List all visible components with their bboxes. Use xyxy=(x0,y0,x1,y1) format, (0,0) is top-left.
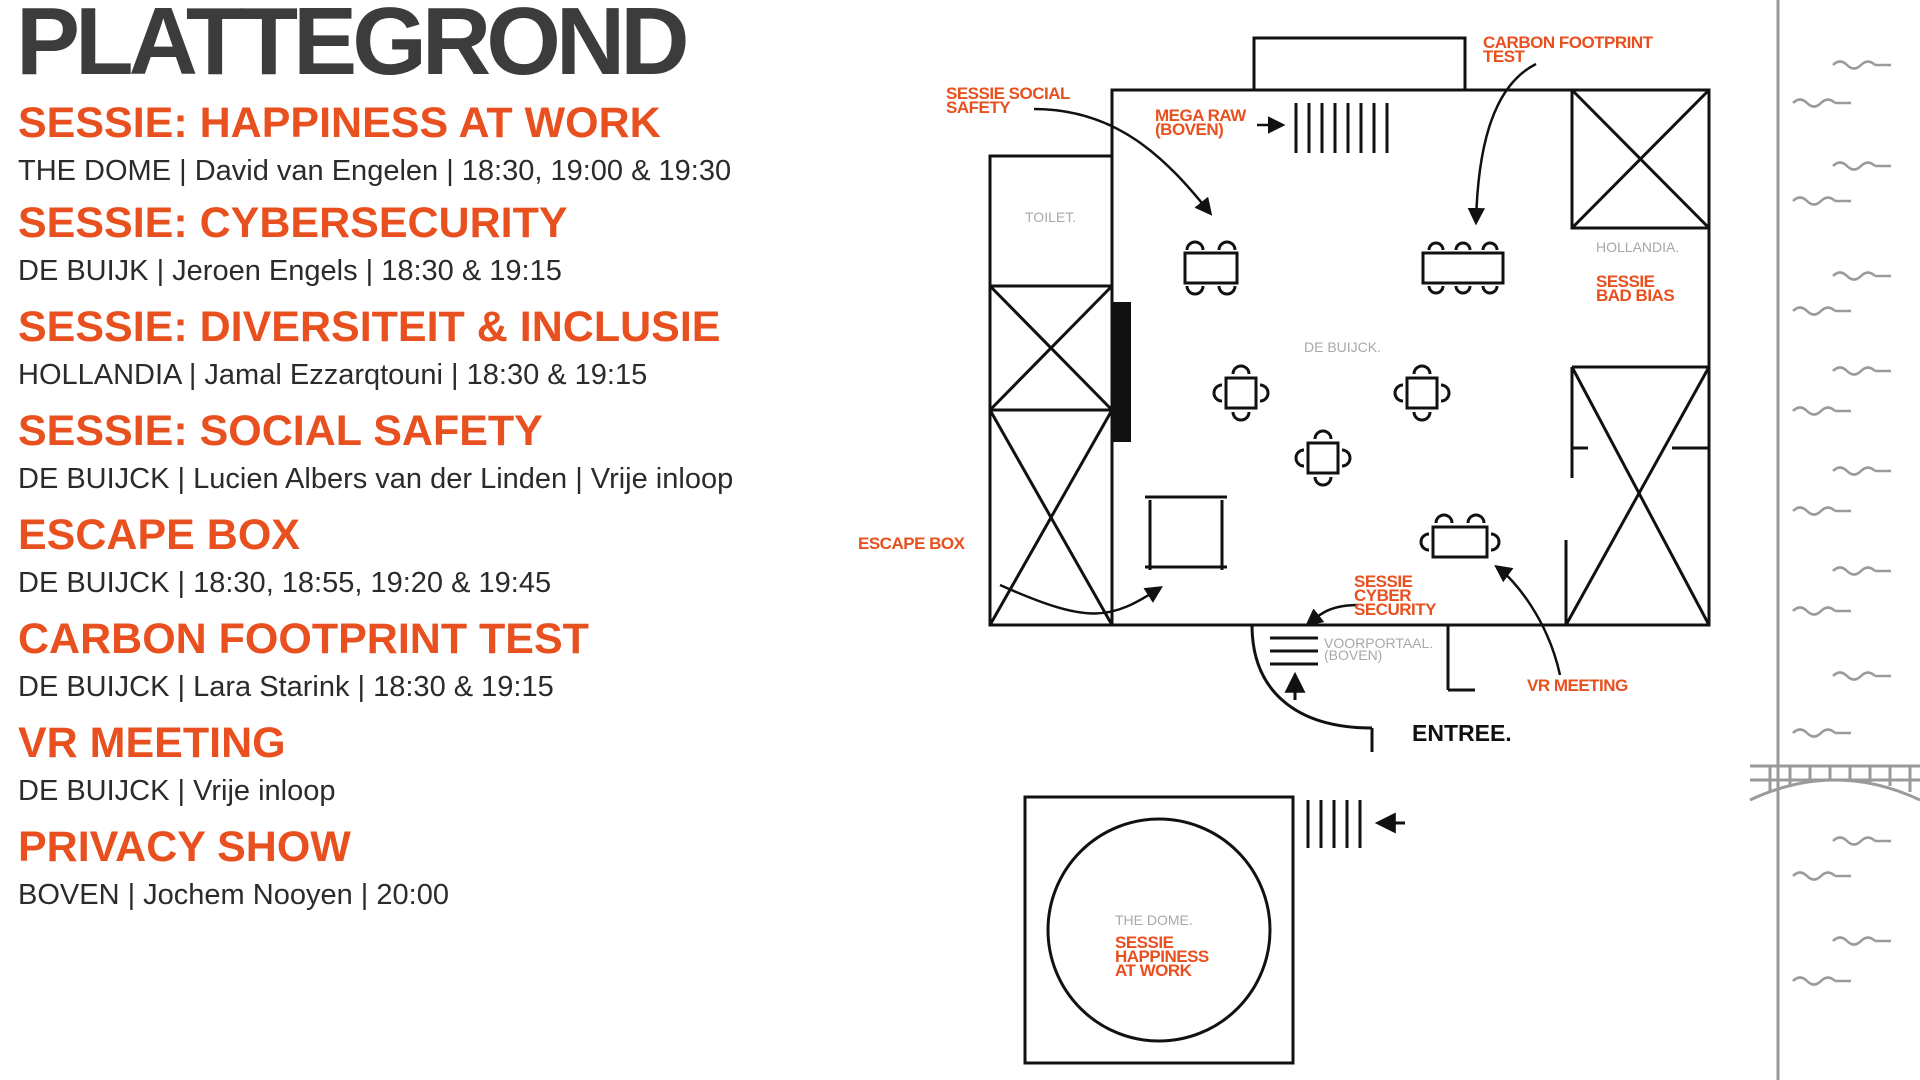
session-carbon-footprint-test: CARBON FOOTPRINT TEST DE BUIJCK | Lara S… xyxy=(18,618,589,702)
session-title: VR MEETING xyxy=(18,719,286,767)
label-sessie-social-safety: SESSIE SOCIAL xyxy=(946,84,1070,103)
label-carbon-footprint: CARBON FOOTPRINT xyxy=(1483,33,1654,52)
session-detail: DE BUIJCK | 18:30, 18:55, 19:20 & 19:45 xyxy=(18,567,552,599)
session-detail: DE BUIJK | Jeroen Engels | 18:30 & 19:15 xyxy=(18,255,562,287)
session-detail: DE BUIJCK | Vrije inloop xyxy=(18,775,336,807)
label-voorportaal: VOORPORTAAL. xyxy=(1324,635,1433,651)
label-toilet: TOILET. xyxy=(1025,209,1076,225)
session-title: SESSIE: HAPPINESS AT WORK xyxy=(18,99,661,147)
page-title: PLATTEGROND xyxy=(16,0,690,95)
table-icon xyxy=(1421,241,1505,295)
the-dome xyxy=(1023,795,1405,1065)
session-title: PRIVACY SHOW xyxy=(18,823,351,871)
stage-block xyxy=(1112,302,1131,442)
label-mega-raw: MEGA RAW xyxy=(1155,106,1247,125)
table-icon xyxy=(1212,364,1270,422)
label-voorportaal: (BOVEN) xyxy=(1324,647,1382,663)
label-happiness-at-work: SESSIE xyxy=(1115,933,1174,952)
table-icon xyxy=(1183,240,1239,296)
stairs-mega-raw xyxy=(1294,103,1389,153)
label-escape-box: ESCAPE BOX xyxy=(858,534,966,553)
label-de-buijck: DE BUIJCK. xyxy=(1304,339,1381,355)
session-detail: HOLLANDIA | Jamal Ezzarqtouni | 18:30 & … xyxy=(18,359,648,391)
label-cyber-security: SECURITY xyxy=(1354,600,1437,619)
session-cybersecurity: SESSIE: CYBERSECURITY DE BUIJK | Jeroen … xyxy=(18,202,568,286)
session-title: SESSIE: CYBERSECURITY xyxy=(18,199,568,247)
label-bad-bias: BAD BIAS xyxy=(1596,286,1674,305)
label-mega-raw: (BOVEN) xyxy=(1155,120,1223,139)
map-labels: SESSIE SOCIAL SAFETY MEGA RAW (BOVEN) CA… xyxy=(858,33,1679,980)
table-icon xyxy=(1419,513,1501,559)
label-bad-bias: SESSIE xyxy=(1596,272,1655,291)
session-social-safety: SESSIE: SOCIAL SAFETY DE BUIJCK | Lucien… xyxy=(18,410,733,494)
pointer-arrows xyxy=(999,62,1562,676)
session-detail: THE DOME | David van Engelen | 18:30, 19… xyxy=(18,155,732,187)
session-happiness-at-work: SESSIE: HAPPINESS AT WORK THE DOME | Dav… xyxy=(18,102,731,186)
label-the-dome: THE DOME. xyxy=(1115,912,1193,928)
session-vr-meeting: VR MEETING DE BUIJCK | Vrije inloop xyxy=(18,722,336,806)
session-title: SESSIE: SOCIAL SAFETY xyxy=(18,407,543,455)
label-carbon-footprint: TEST xyxy=(1483,47,1526,66)
session-title: CARBON FOOTPRINT TEST xyxy=(18,615,589,663)
bridge-icon xyxy=(1749,764,1920,802)
label-cyber-security: SESSIE xyxy=(1354,572,1413,591)
session-diversiteit-inclusie: SESSIE: DIVERSITEIT & INCLUSIE HOLLANDIA… xyxy=(18,306,720,390)
label-vr-meeting: VR MEETING xyxy=(1527,676,1628,695)
session-title: ESCAPE BOX xyxy=(18,511,300,559)
session-detail: DE BUIJCK | Lucien Albers van der Linden… xyxy=(18,463,734,495)
label-hollandia: HOLLANDIA. xyxy=(1596,239,1679,255)
session-escape-box: ESCAPE BOX DE BUIJCK | 18:30, 18:55, 19:… xyxy=(18,514,551,598)
label-cyber-security: CYBER xyxy=(1354,586,1411,605)
entrance-area xyxy=(1250,624,1475,752)
table-icon xyxy=(1294,429,1352,487)
label-happiness-at-work: AT WORK xyxy=(1115,961,1193,980)
river xyxy=(1776,0,1893,1080)
label-happiness-at-work: HAPPINESS xyxy=(1115,947,1209,966)
table-icon xyxy=(1393,364,1451,422)
label-entree: ENTREE. xyxy=(1412,720,1512,746)
label-sessie-social-safety: SAFETY xyxy=(946,98,1011,117)
session-privacy-show: PRIVACY SHOW BOVEN | Jochem Nooyen | 20:… xyxy=(18,826,449,910)
session-title: SESSIE: DIVERSITEIT & INCLUSIE xyxy=(18,303,721,351)
session-detail: BOVEN | Jochem Nooyen | 20:00 xyxy=(18,879,449,911)
session-detail: DE BUIJCK | Lara Starink | 18:30 & 19:15 xyxy=(18,671,554,703)
escape-box-icon xyxy=(1145,495,1227,570)
